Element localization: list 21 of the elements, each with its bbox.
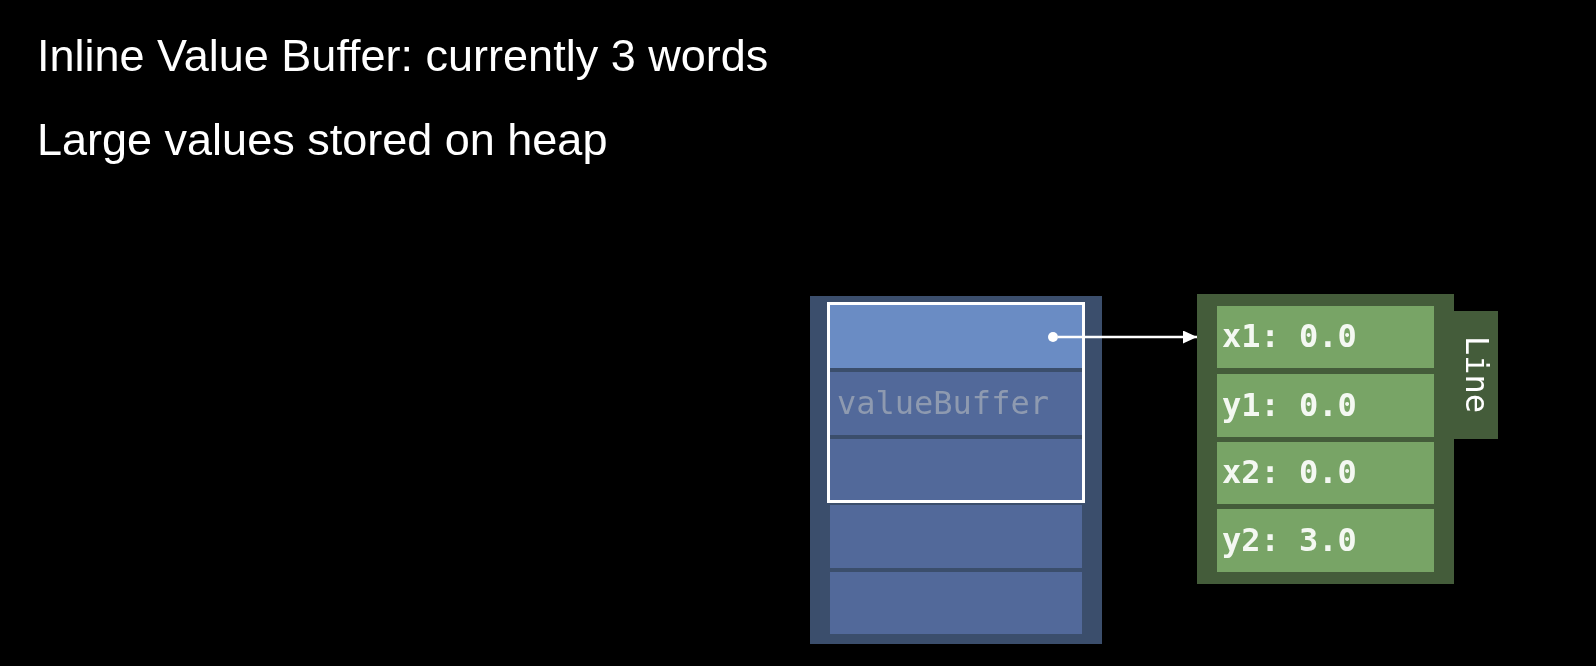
slide-text: Inline Value Buffer: currently 3 words [37,29,769,83]
field-text: y1: 0.0 [1222,387,1357,424]
memory-cell [830,572,1082,634]
field-cell [1217,374,1434,437]
field-cell [1217,509,1434,572]
memory-cell [830,372,1082,435]
value-buffer-outline [827,302,1085,503]
memory-stack-panel [810,296,1102,644]
pointer-dot [1048,332,1058,342]
cell-label: valueBuffer [837,385,1049,422]
field-cell [1217,442,1434,504]
pointer-arrow [1058,330,1197,344]
memory-cell [830,439,1082,500]
field-text: x2: 0.0 [1222,455,1357,491]
field-cell [1217,306,1434,368]
type-name: Line [1458,336,1494,414]
memory-cell [830,505,1082,568]
field-text: y2: 3.0 [1222,522,1357,559]
field-text: x1: 0.0 [1222,319,1357,355]
highlighted-memory-cell [830,305,1082,368]
slide-text: Large values stored on heap [37,113,608,167]
